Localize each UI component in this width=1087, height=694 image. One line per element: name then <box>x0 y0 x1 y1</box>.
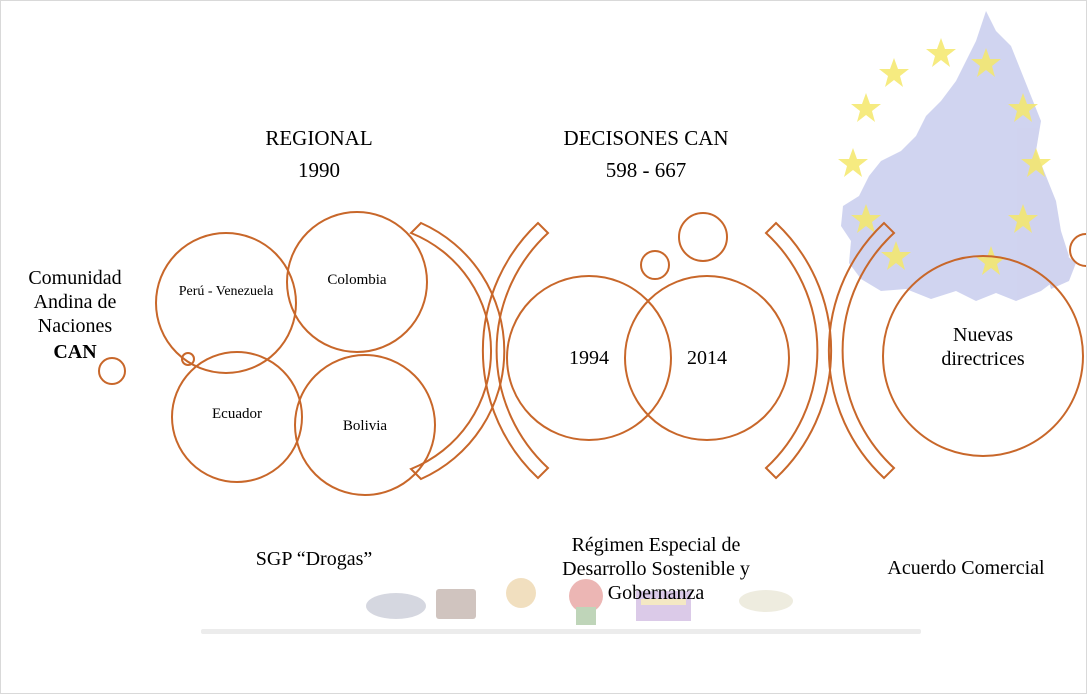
regional-footer: SGP “Drogas” <box>255 548 373 570</box>
decisiones-footer-line2: Desarrollo Sostenible y <box>562 558 750 580</box>
can-title-line3: Naciones <box>37 315 113 337</box>
circle-colombia <box>286 211 428 353</box>
node-1994: 1994 <box>569 347 609 369</box>
circle-nuevas-directrices <box>882 255 1084 457</box>
bracket-regional-right <box>409 221 506 481</box>
circle-bolivia <box>294 354 436 496</box>
node-bolivia: Bolivia <box>342 418 388 434</box>
can-title-line1: Comunidad <box>28 267 122 289</box>
eu-stars-icon <box>838 38 1051 275</box>
bracket-decisiones-right <box>764 221 833 480</box>
decisiones-footer: Régimen Especial de Desarrollo Sostenibl… <box>506 533 806 605</box>
bracket-decisiones-left <box>481 221 550 480</box>
node-peru-venezuela: Perú - Venezuela <box>178 284 274 299</box>
bracket-acuerdo-left <box>827 221 896 480</box>
decisiones-range: 598 - 667 <box>605 158 687 182</box>
node-colombia: Colombia <box>327 272 387 288</box>
can-abbr: CAN <box>53 341 97 363</box>
can-title-line2: Andina de <box>33 291 117 313</box>
regional-year: 1990 <box>298 158 340 182</box>
circle-1994 <box>506 275 672 441</box>
small-circle-decisiones-a <box>640 250 670 280</box>
circle-peru-venezuela <box>155 232 297 374</box>
node-nuevas-directrices: Nuevas directrices <box>941 324 1025 370</box>
decisiones-footer-line1: Régimen Especial de <box>571 534 741 556</box>
small-circle-decisiones-b <box>678 212 728 262</box>
can-title: Comunidad Andina de Naciones CAN <box>11 266 139 364</box>
small-circle-regional <box>181 352 195 366</box>
circle-ecuador <box>171 351 303 483</box>
regional-heading: REGIONAL <box>265 126 373 150</box>
node-ecuador: Ecuador <box>212 406 262 422</box>
decisiones-footer-line3: Gobernanza <box>607 582 705 604</box>
small-circle-can <box>98 357 126 385</box>
products-strip-icon <box>201 578 921 634</box>
acuerdo-footer: Acuerdo Comercial <box>887 557 1045 579</box>
decisiones-heading: DECISONES CAN <box>563 126 729 150</box>
europe-map-icon <box>841 11 1076 301</box>
node-2014: 2014 <box>687 347 727 369</box>
circle-2014 <box>624 275 790 441</box>
small-circle-acuerdo <box>1069 233 1086 267</box>
